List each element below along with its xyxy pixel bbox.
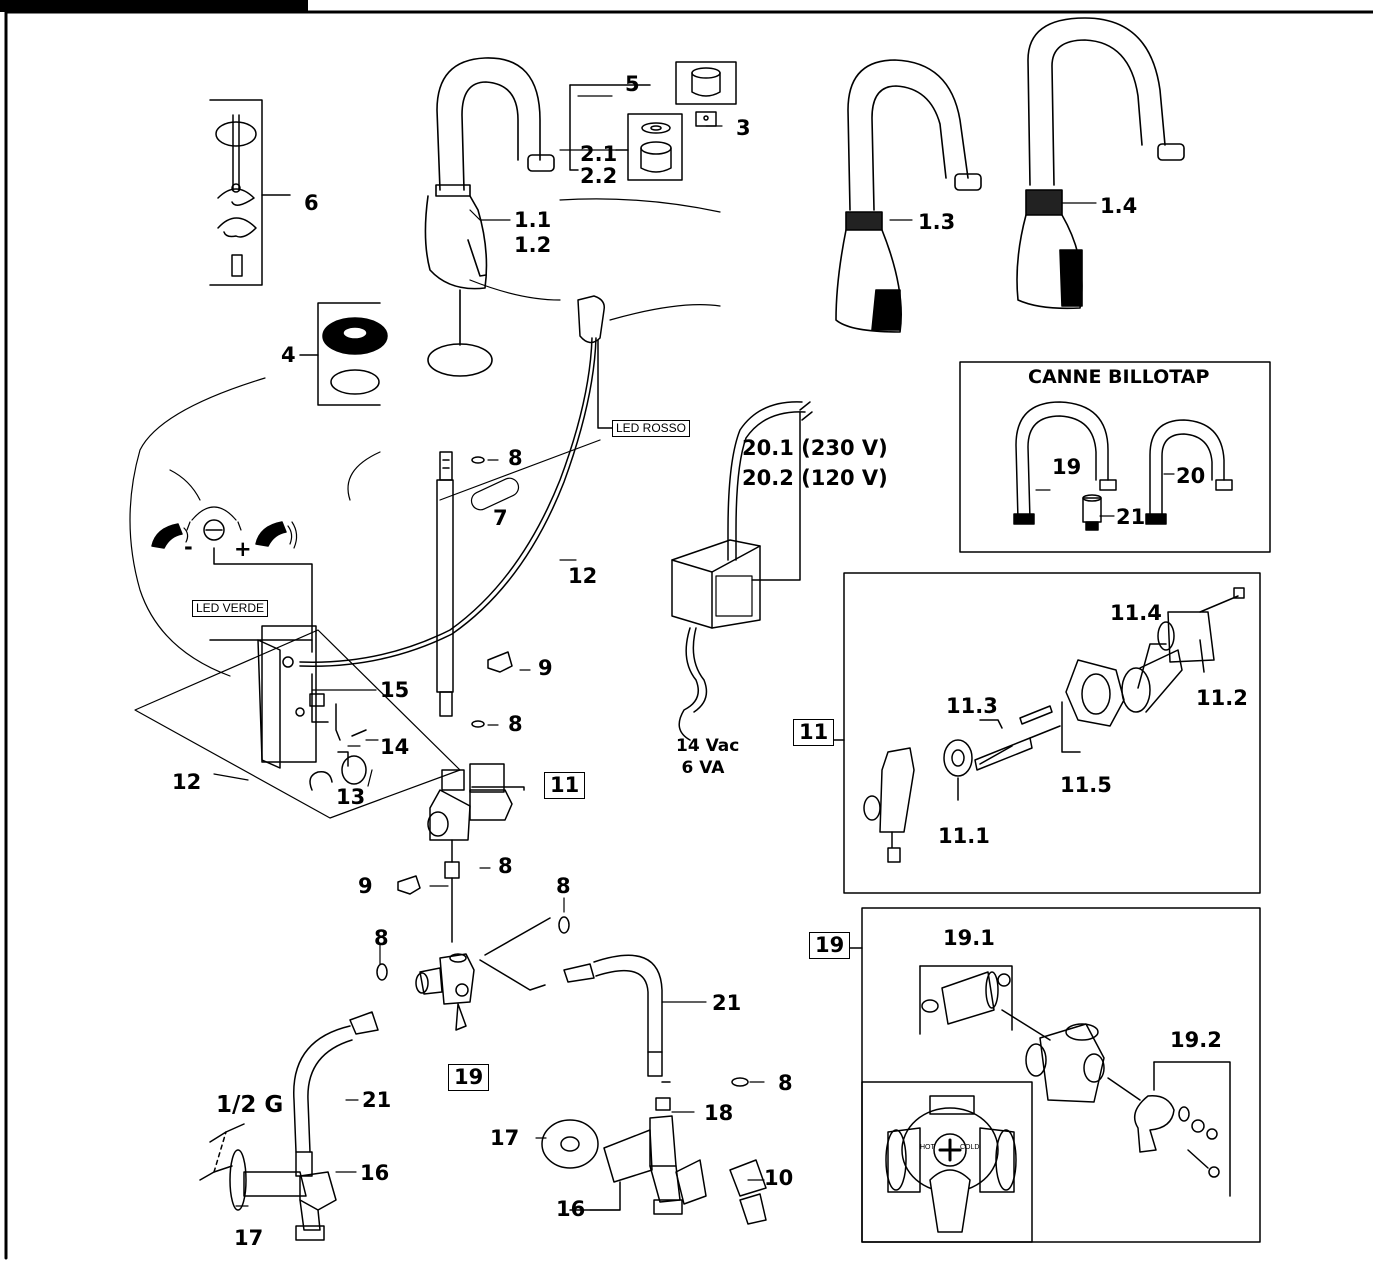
label-8-bottom: 8: [778, 1071, 793, 1095]
voltage-label-1: 14 Vac: [676, 736, 740, 756]
label-17-right: 17: [490, 1126, 520, 1150]
hot-marking: HOT: [920, 1144, 935, 1151]
label-11-box-exploded: 11: [793, 719, 835, 746]
label-8-low: 8: [498, 854, 513, 878]
label-4: 4: [281, 343, 296, 367]
label-1-2: 1.2: [514, 233, 552, 257]
clips-9: [397, 651, 513, 895]
label-13: 13: [336, 785, 366, 809]
voltage-label-2: 6 VA: [681, 758, 725, 778]
label-16-right: 16: [556, 1197, 586, 1221]
label-5: 5: [625, 72, 640, 96]
label-12-box: 12: [172, 770, 202, 794]
label-15: 15: [380, 678, 410, 702]
solenoid-exploded-box: [825, 572, 1261, 894]
plus-sign: +: [234, 537, 252, 561]
basin-outline: [129, 198, 721, 677]
label-19-tee: 19: [448, 1064, 490, 1091]
hose-7: [436, 451, 485, 728]
label-21-left: 21: [362, 1088, 392, 1112]
leader-lines: [213, 95, 1175, 1211]
label-9-low: 9: [358, 874, 373, 898]
label-8-mid: 8: [508, 712, 523, 736]
label-1-3: 1.3: [918, 210, 956, 234]
label-21-canne: 21: [1116, 505, 1146, 529]
label-8-hose-right: 8: [556, 874, 571, 898]
aerator-parts: [569, 61, 737, 181]
label-8-top: 8: [508, 446, 523, 470]
label-1-4: 1.4: [1100, 194, 1138, 218]
label-19-1: 19.1: [943, 926, 995, 950]
canne-billotap-box: [959, 361, 1271, 553]
spout-1-4: [1016, 17, 1185, 310]
label-11-5: 11.5: [1060, 773, 1112, 797]
tee-exploded-box: [843, 907, 1261, 1243]
angle-valve-right: [541, 1097, 767, 1225]
led-verde-tag: LED VERDE: [192, 600, 269, 617]
label-19-canne: 19: [1052, 455, 1082, 479]
sensor-cable: [299, 295, 613, 667]
label-11-3: 11.3: [946, 694, 998, 718]
label-8-hose-left: 8: [374, 926, 389, 950]
label-19-box-exploded: 19: [809, 932, 851, 959]
canne-billotap-title: CANNE BILLOTAP: [1028, 366, 1210, 388]
tee-19: [415, 917, 551, 1031]
label-11-1: 11.1: [938, 824, 990, 848]
cold-marking: COLD: [960, 1144, 980, 1151]
label-2-1: 2.1: [580, 142, 618, 166]
label-21-right: 21: [712, 991, 742, 1015]
label-11-box: 11: [544, 772, 586, 799]
led-rosso-tag: LED ROSSO: [612, 420, 691, 437]
page-frame: [4, 10, 1373, 1260]
label-1-1: 1.1: [514, 208, 552, 232]
transformer: [671, 401, 813, 741]
label-18: 18: [704, 1101, 734, 1125]
part-6-cartridge: [209, 99, 291, 286]
label-14: 14: [380, 735, 410, 759]
label-6: 6: [304, 191, 319, 215]
spout-1-3: [835, 59, 982, 333]
label-20-canne: 20: [1176, 464, 1206, 488]
thread-size-label: 1/2 G: [216, 1092, 284, 1118]
label-7: 7: [493, 506, 508, 530]
angle-valve-left: [199, 1123, 337, 1241]
label-3: 3: [736, 116, 751, 140]
sensor-range-symbols: [151, 506, 313, 641]
label-19-2: 19.2: [1170, 1028, 1222, 1052]
label-2-2: 2.2: [580, 164, 618, 188]
label-11-2: 11.2: [1196, 686, 1248, 710]
transformer-label-2: 20.2 (120 V): [742, 466, 888, 490]
hose-21-right: [376, 916, 749, 1087]
label-10: 10: [764, 1166, 794, 1190]
label-11-4: 11.4: [1110, 601, 1162, 625]
label-16-left: 16: [360, 1161, 390, 1185]
label-17-left: 17: [234, 1226, 264, 1250]
header-black-tab: [0, 0, 308, 12]
spout-main: [424, 57, 555, 377]
label-9-top: 9: [538, 656, 553, 680]
minus-sign: -: [184, 535, 193, 559]
part-4-gasket: [299, 302, 388, 406]
transformer-label-1: 20.1 (230 V): [742, 436, 888, 460]
label-12-cable: 12: [568, 564, 598, 588]
solenoid-valve: [427, 763, 525, 943]
